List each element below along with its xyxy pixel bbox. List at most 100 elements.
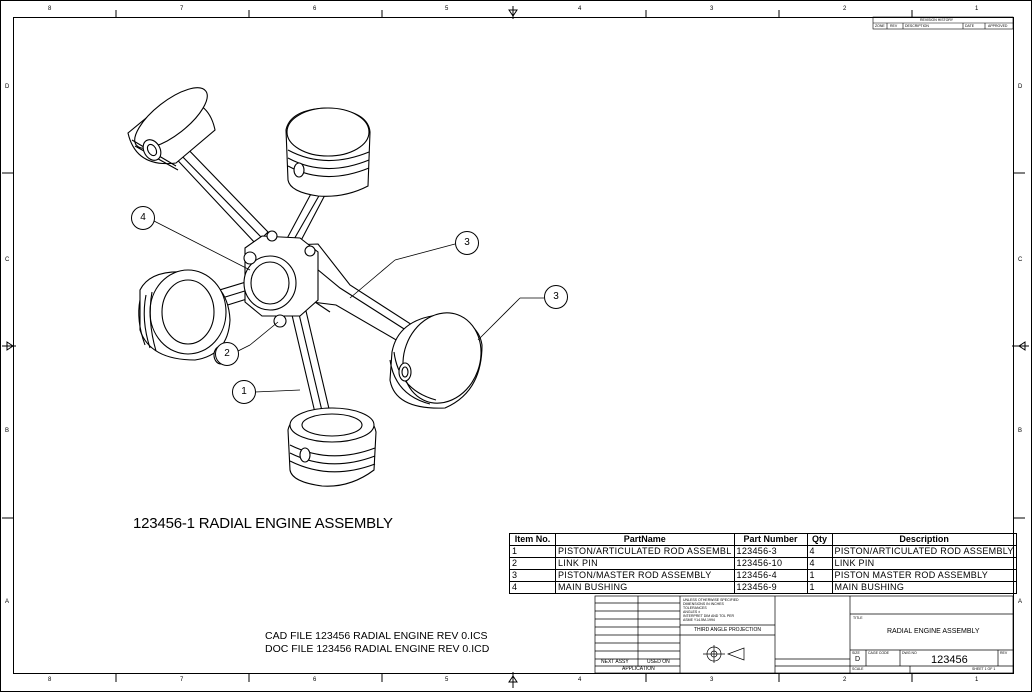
bom-qty: 4 [806,557,833,570]
zone-label-bottom-8: 8 [48,677,52,683]
title-block-title: RADIAL ENGINE ASSEMBLY [887,628,980,635]
title-label: TITLE [853,616,863,620]
size-value: D [855,656,861,663]
application-label: APPLICATION [622,666,655,672]
revision-title: REVISION HISTORY [920,18,954,22]
zone-label-right-b: B [1018,428,1023,434]
next-assy-label: NEXT ASSY [601,659,629,665]
tolerance-note-4: ANGLES ± [683,610,701,614]
leader-lines [153,220,544,393]
bom-item-no: 2 [509,557,556,570]
bom-item-no: 3 [509,569,556,582]
zone-label-top-2: 2 [843,6,847,12]
piston-upper-right [285,107,371,197]
table-row: 1 PISTON/ARTICULATED ROD ASSEMBL 123456-… [509,545,1017,558]
bom-qty: 4 [806,545,833,558]
tolerance-note-5: INTERPRET DIM AND TOL PER [683,614,735,618]
tolerance-note-1: UNLESS OTHERWISE SPECIFIED [683,598,739,602]
balloon-item-3-lower: 3 [544,285,568,309]
revision-block [872,16,1014,30]
table-row: 4 MAIN BUSHING 123456-9 1 MAIN BUSHING [509,581,1017,594]
bom-header-item-no: Item No. [509,533,556,546]
zone-label-bottom-4: 4 [578,677,582,683]
drawing-number: 123456 [931,654,968,666]
sheet-number: SHEET 1 OF 1 [972,667,996,671]
bom-item-no: 4 [509,581,556,594]
zone-label-left-a: A [5,599,10,605]
revision-col-approved: APPROVED [988,24,1008,28]
bom-part-name: MAIN BUSHING [555,581,735,594]
used-on-label: USED ON [647,659,670,665]
zone-label-top-8: 8 [48,6,52,12]
balloon-item-3-upper: 3 [455,231,479,255]
piston-upper-left [127,87,216,171]
bom-part-number: 123456-9 [733,581,808,594]
bom-header-qty: Qty [806,533,833,546]
cad-file-note: CAD FILE 123456 RADIAL ENGINE REV 0.ICS [265,630,488,642]
doc-file-note: DOC FILE 123456 RADIAL ENGINE REV 0.ICD [265,643,490,655]
dwg-no-label: DWG NO [902,651,917,655]
bom-description: PISTON/ARTICULATED ROD ASSEMBLY [831,545,1017,558]
zone-label-right-c: C [1018,257,1023,263]
bom-item-no: 1 [509,545,556,558]
bom-header-row: Item No. PartName Part Number Qty Descri… [509,533,1017,546]
revision-col-description: DESCRIPTION [905,24,929,28]
zone-label-bottom-5: 5 [445,677,449,683]
size-label: SIZE [852,651,860,655]
central-hub [243,230,319,328]
scale-label: SCALE [852,667,864,671]
tolerance-note-6: ASME Y14.5M-1994 [683,618,715,622]
bom-header-part-number: Part Number [733,533,808,546]
bom-description: PISTON MASTER ROD ASSEMBLY [831,569,1017,582]
balloon-item-1: 1 [232,380,256,404]
bom-qty: 1 [806,569,833,582]
engine-illustration [127,87,483,487]
table-row: 3 PISTON/MASTER ROD ASSEMBLY 123456-4 1 … [509,569,1017,582]
zone-label-left-d: D [5,84,10,90]
bom-part-number: 123456-3 [733,545,808,558]
bom-part-number: 123456-4 [733,569,808,582]
zone-label-bottom-1: 1 [975,677,979,683]
zone-label-top-3: 3 [710,6,714,12]
zone-label-bottom-2: 2 [843,677,847,683]
centering-marks [3,6,1029,688]
bom-part-name: PISTON/MASTER ROD ASSEMBLY [555,569,735,582]
bom-part-number: 123456-10 [733,557,808,570]
zone-label-bottom-7: 7 [180,677,184,683]
piston-left [138,269,231,365]
bill-of-materials: Item No. PartName Part Number Qty Descri… [509,533,1017,594]
bom-part-name: LINK PIN [555,557,735,570]
zone-label-left-c: C [5,257,10,263]
revision-col-date: DATE [965,24,975,28]
piston-right [389,312,483,409]
piston-lower [287,407,377,487]
bom-description: MAIN BUSHING [831,581,1017,594]
tolerance-note-2: DIMENSIONS IN INCHES [683,602,724,606]
rev-label: REV [1000,651,1008,655]
zone-label-top-7: 7 [180,6,184,12]
table-row: 2 LINK PIN 123456-10 4 LINK PIN [509,557,1017,570]
zone-label-right-d: D [1018,84,1023,90]
bom-qty: 1 [806,581,833,594]
tolerance-note-3: TOLERANCES [683,606,707,610]
zone-label-bottom-3: 3 [710,677,714,683]
zone-label-left-b: B [5,428,10,434]
zone-label-top-6: 6 [313,6,317,12]
bom-header-description: Description [831,533,1017,546]
drawing-title: 123456-1 RADIAL ENGINE ASSEMBLY [133,515,393,532]
balloon-item-4: 4 [131,206,155,230]
cage-code-label: CAGE CODE [868,651,890,655]
projection-label: THIRD ANGLE PROJECTION [694,627,761,633]
zone-label-bottom-6: 6 [313,677,317,683]
bom-header-part-name: PartName [555,533,735,546]
zone-label-top-4: 4 [578,6,582,12]
zone-label-top-5: 5 [445,6,449,12]
bom-part-name: PISTON/ARTICULATED ROD ASSEMBL [555,545,735,558]
revision-col-rev: REV [890,24,898,28]
revision-col-zone: ZONE [875,24,885,28]
zone-label-right-a: A [1018,599,1023,605]
bom-description: LINK PIN [831,557,1017,570]
zone-label-top-1: 1 [975,6,979,12]
balloon-item-2: 2 [215,342,239,366]
